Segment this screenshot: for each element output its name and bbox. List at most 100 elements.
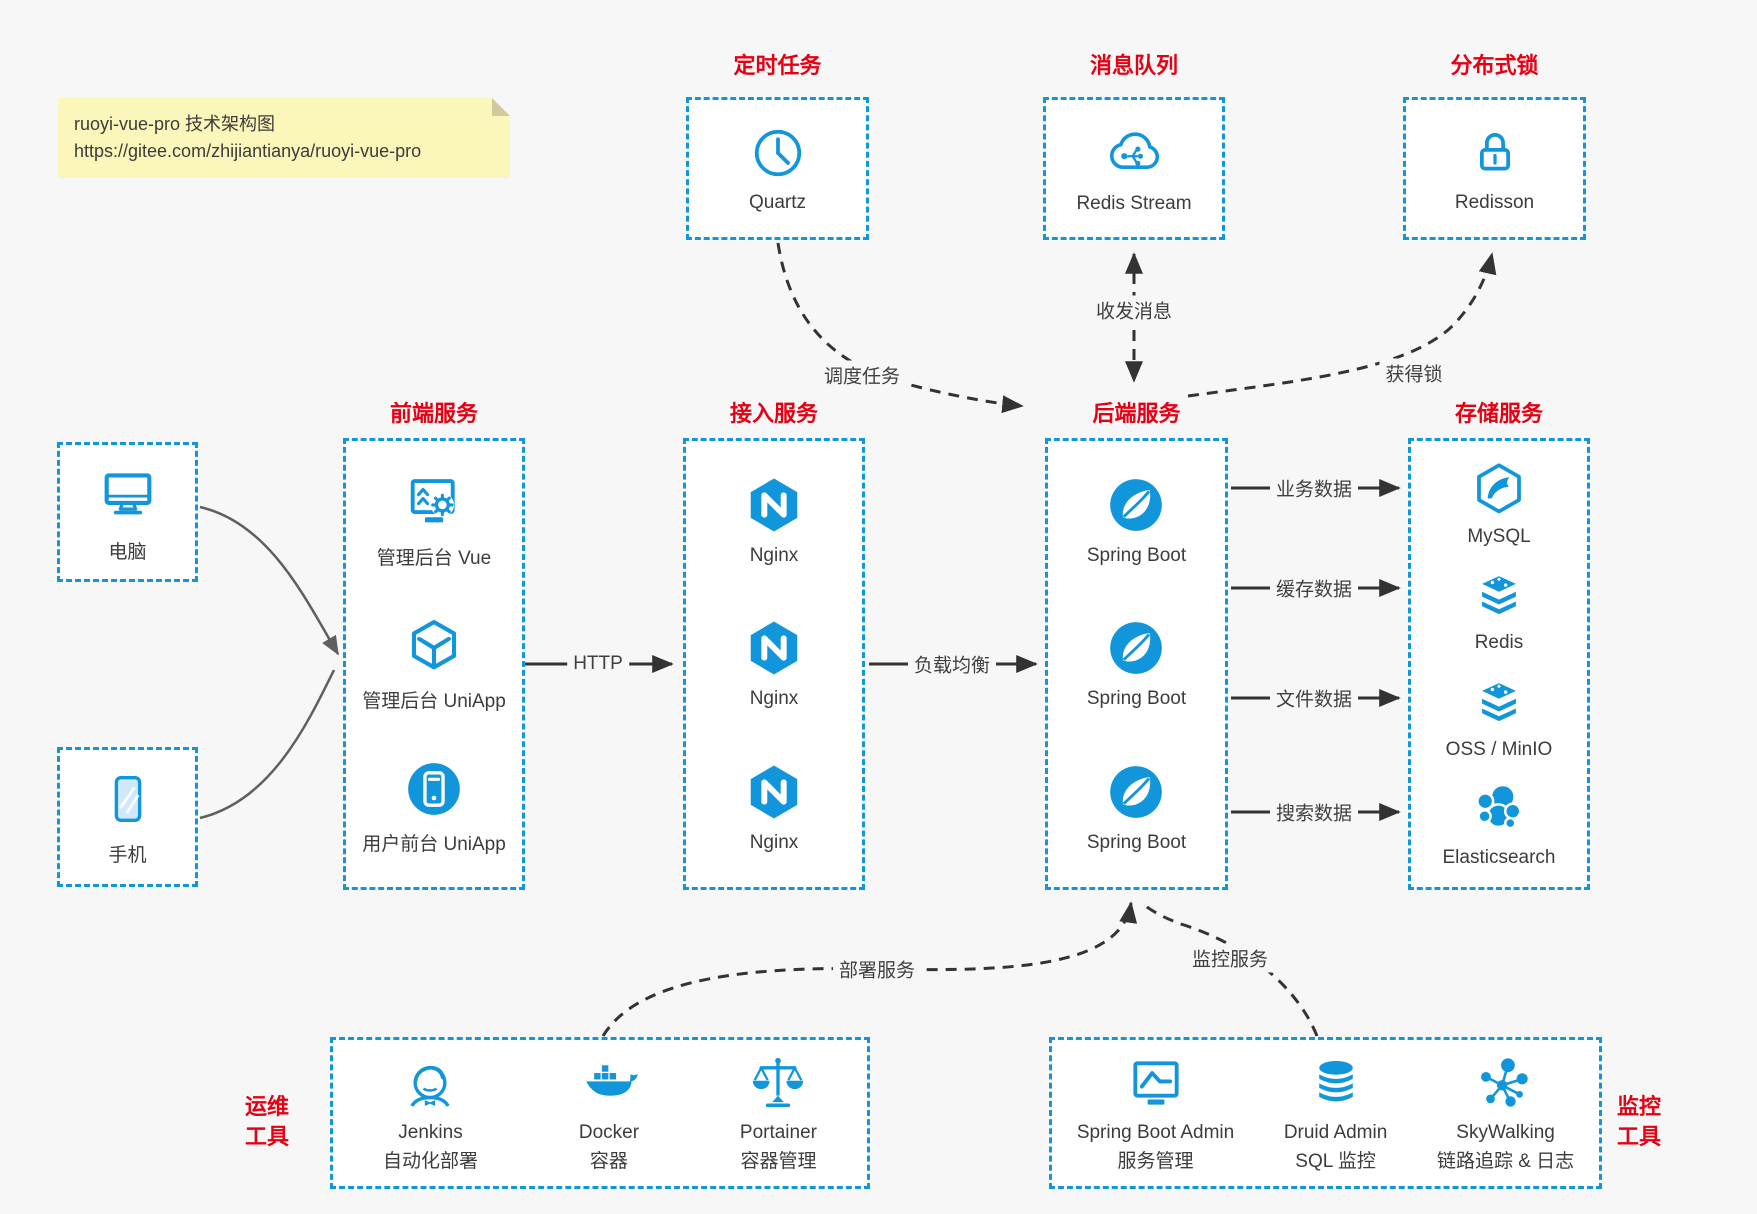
tool-name: Druid Admin xyxy=(1283,1122,1388,1143)
edge-label-load-balance: 负载均衡 xyxy=(907,649,997,679)
col-frontend: 管理后台 Vue 管理后台 UniApp 用户前台 UniApp xyxy=(343,438,525,890)
node-label: Nginx xyxy=(749,545,799,567)
node-springboot-2: Spring Boot xyxy=(1087,617,1186,710)
edge-client-phone xyxy=(199,669,336,820)
node-druid-admin: Druid Admin SQL 监控 xyxy=(1283,1053,1388,1173)
uniapp-cube-icon xyxy=(411,620,457,670)
vue-admin-icon xyxy=(410,478,455,523)
node-jenkins: Jenkins 自动化部署 xyxy=(383,1053,478,1173)
note-title: ruoyi-vue-pro 技术架构图 xyxy=(74,114,276,134)
node-admin-uniapp: 管理后台 UniApp xyxy=(362,615,506,713)
edge-label-deploy: 部署服务 xyxy=(832,954,922,984)
docker-icon xyxy=(586,1065,638,1096)
tool-desc: 服务管理 xyxy=(1117,1151,1194,1172)
node-redis: Redis xyxy=(1470,567,1528,654)
node-label: 手机 xyxy=(108,844,147,866)
portainer-scales-icon xyxy=(753,1057,804,1108)
edge-label-monitor: 监控服务 xyxy=(1185,943,1275,973)
note-url: https://gitee.com/zhijiantianya/ruoyi-vu… xyxy=(74,141,422,161)
title-frontend-services: 前端服务 xyxy=(389,401,478,426)
node-oss-minio: OSS / MinIO xyxy=(1445,674,1553,761)
edge-label-acquire-lock: 获得锁 xyxy=(1379,358,1449,388)
node-label: 电脑 xyxy=(108,541,147,563)
lock-icon xyxy=(1479,133,1510,171)
edge-label-schedule-task: 调度任务 xyxy=(817,360,907,390)
node-portainer: Portainer 容器管理 xyxy=(740,1053,817,1173)
skywalking-network-icon xyxy=(1480,1058,1528,1107)
node-redis-stream: Redis Stream xyxy=(1043,97,1225,240)
node-user-uniapp: 用户前台 UniApp xyxy=(362,758,506,856)
tool-desc: SQL 监控 xyxy=(1295,1151,1376,1172)
title-distributed-lock: 分布式锁 xyxy=(1450,53,1539,78)
col-backend: Spring Boot Spring Boot Spring Boot xyxy=(1045,438,1228,890)
node-label: Redisson xyxy=(1454,192,1535,213)
node-label: OSS / MinIO xyxy=(1445,738,1553,760)
node-phone: 手机 xyxy=(57,747,198,887)
node-label: 用户前台 UniApp xyxy=(362,834,506,856)
nginx-icon xyxy=(750,478,798,532)
smartphone-icon xyxy=(114,775,141,822)
tool-name: Portainer xyxy=(739,1122,817,1143)
node-label: Spring Boot xyxy=(1086,545,1187,567)
node-label: Redis Stream xyxy=(1076,193,1192,214)
nginx-icon xyxy=(750,765,798,819)
tool-name: Jenkins xyxy=(398,1122,463,1143)
tool-desc: 自动化部署 xyxy=(382,1151,478,1172)
node-elasticsearch: Elasticsearch xyxy=(1443,780,1556,869)
edge-label-messaging: 收发消息 xyxy=(1089,295,1179,325)
edge-label-cache-data: 缓存数据 xyxy=(1269,573,1359,603)
note-fold-corner xyxy=(492,98,510,116)
oss-minio-icon xyxy=(1482,682,1516,721)
node-label: Quartz xyxy=(748,192,807,213)
col-gateway: Nginx Nginx Nginx xyxy=(683,438,865,890)
ops-tools-box: Jenkins 自动化部署 Docker 容器 xyxy=(330,1037,870,1189)
tool-desc: 容器 xyxy=(589,1151,628,1172)
edge-label-file-data: 文件数据 xyxy=(1269,683,1359,713)
node-springboot-1: Spring Boot xyxy=(1087,474,1186,567)
node-nginx-1: Nginx xyxy=(743,474,805,567)
druid-database-icon xyxy=(1318,1061,1353,1102)
sticky-note: ruoyi-vue-pro 技术架构图 https://gitee.com/zh… xyxy=(58,98,510,178)
tool-name: Spring Boot Admin xyxy=(1076,1122,1235,1143)
desktop-icon xyxy=(104,472,151,514)
node-label: 管理后台 UniApp xyxy=(362,690,506,712)
title-ops-tools: 运维 工具 xyxy=(245,1094,290,1149)
redis-icon xyxy=(1482,576,1516,615)
tool-name: SkyWalking xyxy=(1456,1122,1555,1143)
clock-icon xyxy=(754,129,801,177)
node-label: Spring Boot xyxy=(1086,831,1187,853)
nginx-icon xyxy=(750,622,798,675)
edge-label-http: HTTP xyxy=(567,652,629,676)
edge-label-search-data: 搜索数据 xyxy=(1269,797,1359,827)
node-label: Elasticsearch xyxy=(1442,847,1556,869)
node-redisson: Redisson xyxy=(1403,97,1586,240)
spring-boot-icon xyxy=(1110,479,1163,531)
col-storage: MySQL Redis OSS / MinIO xyxy=(1408,438,1590,890)
node-mysql: MySQL xyxy=(1467,459,1531,548)
elasticsearch-icon xyxy=(1476,784,1522,830)
node-springboot-3: Spring Boot xyxy=(1087,761,1186,854)
jenkins-icon xyxy=(410,1065,451,1107)
node-computer: 电脑 xyxy=(57,442,198,582)
node-skywalking: SkyWalking 链路追踪 & 日志 xyxy=(1437,1053,1574,1173)
tool-desc: 链路追踪 & 日志 xyxy=(1436,1151,1575,1172)
node-label: Nginx xyxy=(749,831,799,853)
edge-client-pc xyxy=(199,505,340,656)
node-nginx-2: Nginx xyxy=(743,617,805,710)
spring-boot-icon xyxy=(1110,765,1163,818)
node-label: Spring Boot xyxy=(1086,688,1187,710)
title-scheduled-tasks: 定时任务 xyxy=(733,53,822,78)
node-nginx-3: Nginx xyxy=(743,761,805,854)
node-label: Nginx xyxy=(749,688,799,710)
node-docker: Docker 容器 xyxy=(578,1053,640,1173)
node-admin-vue: 管理后台 Vue xyxy=(377,472,491,570)
title-backend-services: 后端服务 xyxy=(1092,401,1181,426)
node-label: MySQL xyxy=(1467,525,1531,547)
node-quartz: Quartz xyxy=(686,97,869,240)
title-monitoring-tools: 监控 工具 xyxy=(1617,1094,1662,1149)
node-spring-boot-admin: Spring Boot Admin 服务管理 xyxy=(1077,1053,1234,1173)
title-message-queue: 消息队列 xyxy=(1089,53,1178,78)
uniapp-user-app-icon xyxy=(408,763,460,816)
tool-desc: 容器管理 xyxy=(740,1151,817,1172)
